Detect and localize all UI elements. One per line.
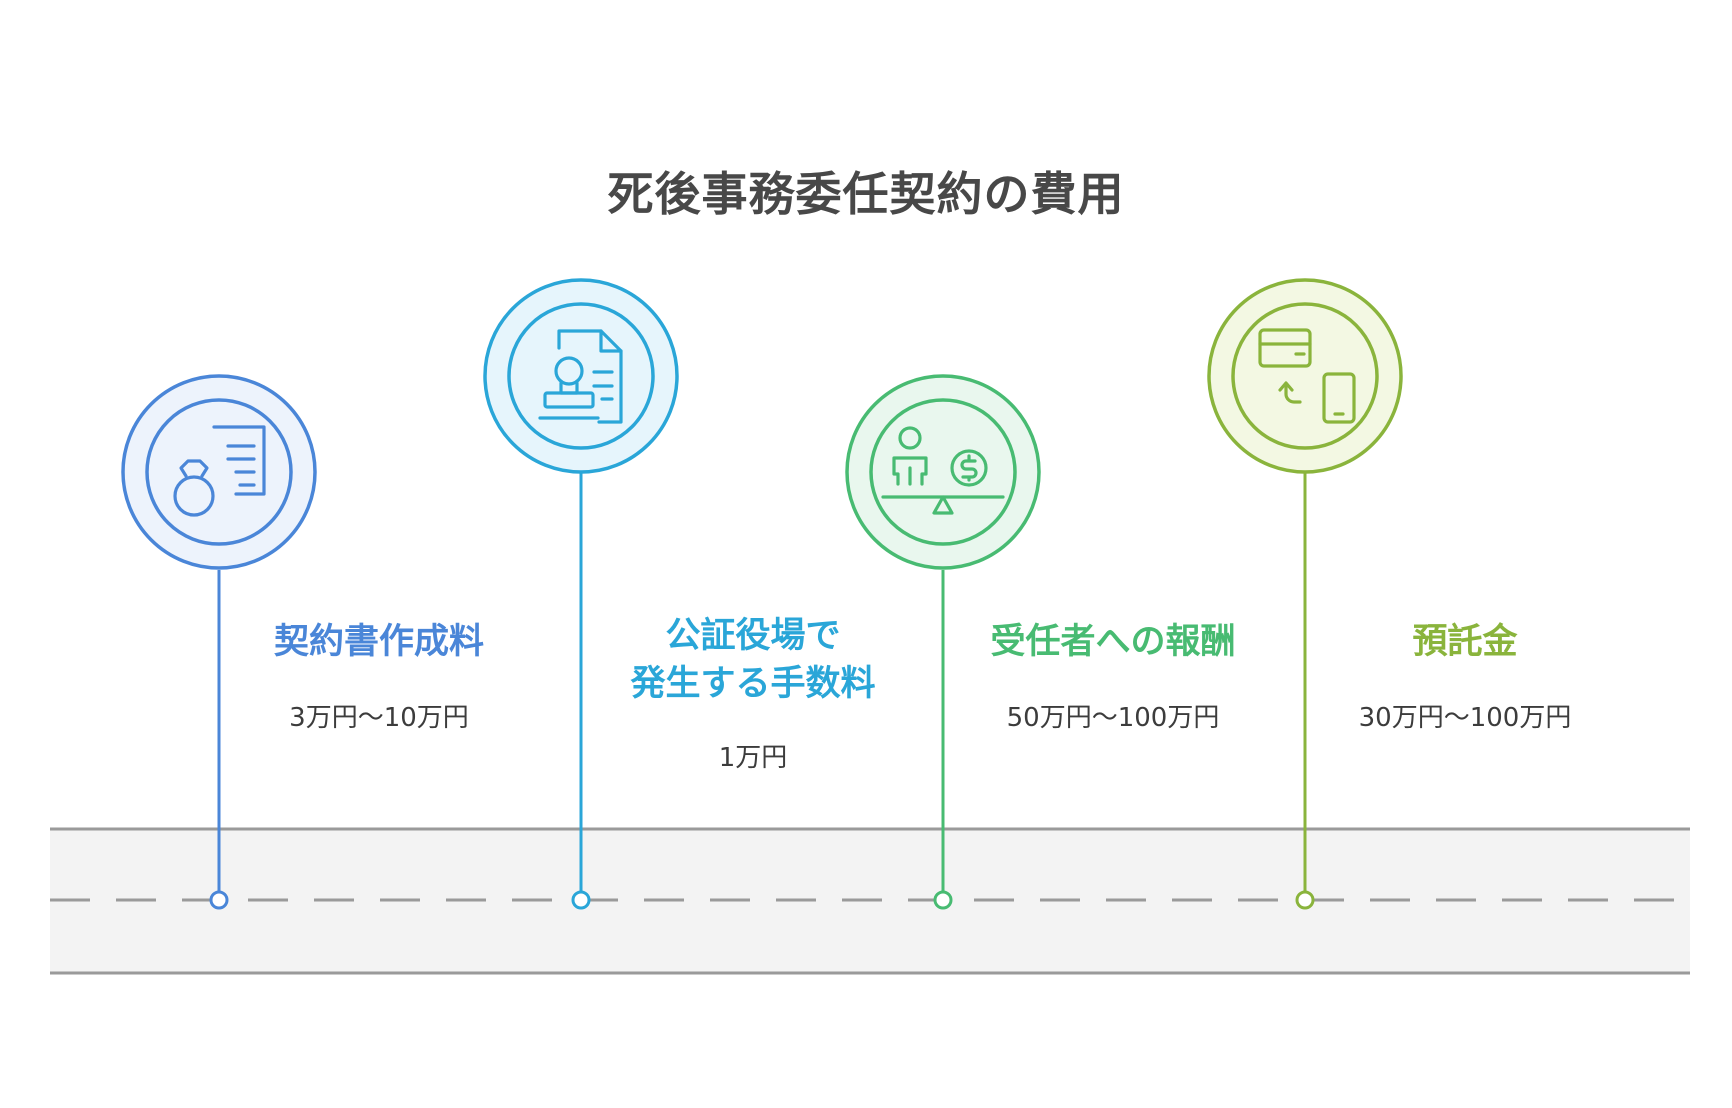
item-3-value: 50万円〜100万円 xyxy=(1006,703,1220,733)
milestone-pin-4 xyxy=(1207,278,1403,910)
pin-3-circle xyxy=(845,374,1041,570)
pin-3-dot xyxy=(933,890,953,910)
stamp-and-document-icon xyxy=(538,329,623,424)
pin-4-circle xyxy=(1207,278,1403,474)
item-4-label: 預託金 xyxy=(1412,622,1518,662)
diagram-title: 死後事務委任契約の費用 xyxy=(607,167,1125,221)
pin-1-dot xyxy=(209,890,229,910)
item-4-value: 30万円〜100万円 xyxy=(1358,703,1572,733)
milestone-pin-2 xyxy=(483,278,679,910)
item-2-value: 1万円 xyxy=(718,743,788,773)
card-to-phone-transfer-icon xyxy=(1258,328,1356,424)
item-2-label: 公証役場で 発生する手数料 xyxy=(593,612,913,708)
milestone-pin-3 xyxy=(845,374,1041,910)
item-2-label-line-2: 発生する手数料 xyxy=(630,664,876,704)
item-1-value: 3万円〜10万円 xyxy=(289,703,469,733)
item-2-label-line-1: 公証役場で xyxy=(665,616,841,656)
item-3-label: 受任者への報酬 xyxy=(990,622,1236,662)
item-1-label: 契約書作成料 xyxy=(273,622,484,662)
milestone-pin-1 xyxy=(121,374,317,910)
ring-and-document-icon xyxy=(173,425,266,517)
pin-2-dot xyxy=(571,890,591,910)
pin-1-circle xyxy=(121,374,317,570)
pin-4-dot xyxy=(1295,890,1315,910)
person-and-coin-balance-icon xyxy=(881,426,1005,515)
